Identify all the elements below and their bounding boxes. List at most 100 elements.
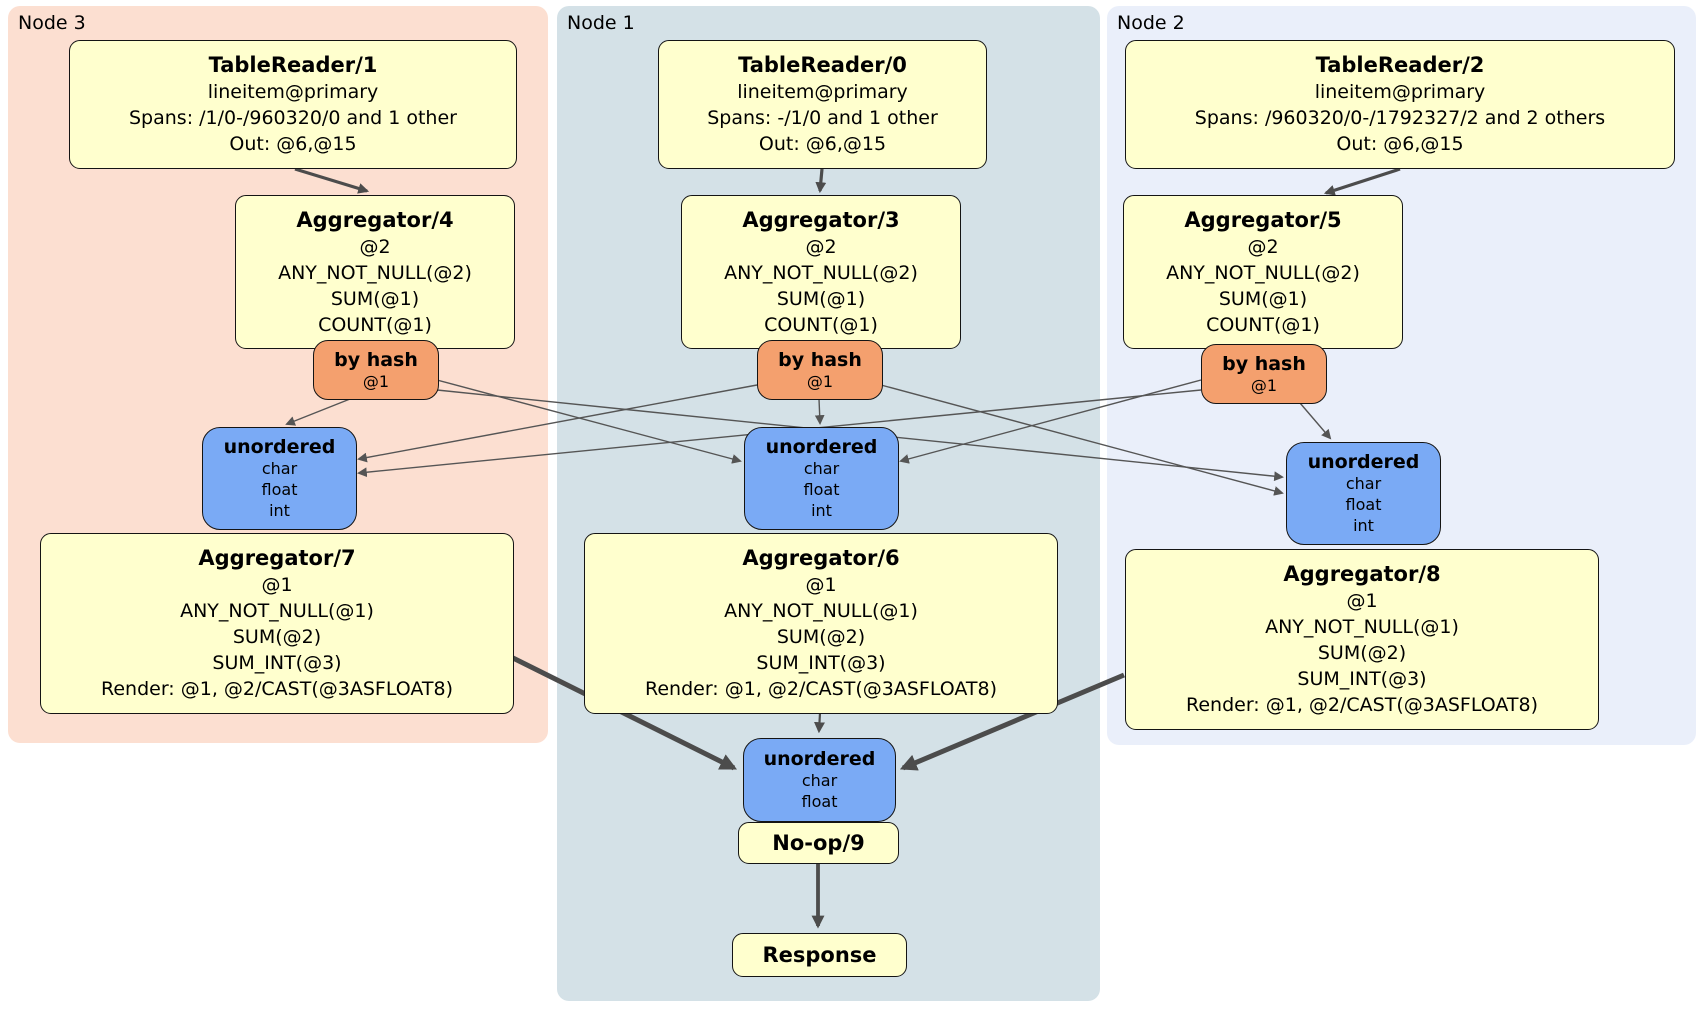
box-line: char xyxy=(803,459,840,478)
box-line: lineitem@primary xyxy=(207,81,379,103)
edge-hash3-un3 xyxy=(285,398,351,426)
unordered-sync-node3: unordered char float int xyxy=(202,427,357,530)
box-line: @2 xyxy=(359,235,391,258)
box-title: Response xyxy=(762,942,877,967)
unordered-sync-final: unordered char float xyxy=(743,738,896,822)
box-line: SUM(@2) xyxy=(1317,642,1407,664)
box-line: char xyxy=(1345,474,1382,493)
box-line: int xyxy=(811,501,832,520)
edge-agg6-unfinal xyxy=(813,712,825,734)
box-line: Render: @1, @2/CAST(@3ASFLOAT8) xyxy=(1186,694,1538,716)
box-line: ANY_NOT_NULL(@1) xyxy=(180,600,374,622)
box-title: by hash xyxy=(1222,352,1306,375)
box-line: ANY_NOT_NULL(@1) xyxy=(724,600,918,622)
box-line: ANY_NOT_NULL(@2) xyxy=(278,261,472,284)
box-line: @1 xyxy=(805,574,837,596)
box-line: COUNT(@1) xyxy=(1206,313,1320,336)
box-line: Spans: -/1/0 and 1 other xyxy=(707,107,938,129)
box-title: Aggregator/3 xyxy=(742,207,900,232)
edge-hash1-un1 xyxy=(814,398,825,425)
region-node2-label: Node 2 xyxy=(1117,12,1185,34)
box-title: TableReader/0 xyxy=(738,53,907,77)
box-title: Aggregator/7 xyxy=(198,546,356,570)
box-line: Render: @1, @2/CAST(@3ASFLOAT8) xyxy=(645,678,997,700)
box-line: char xyxy=(801,771,838,790)
box-line: Spans: /960320/0-/1792327/2 and 2 others xyxy=(1194,107,1606,129)
box-line: Out: @6,@15 xyxy=(1336,133,1464,155)
box-line: @1 xyxy=(1346,590,1378,612)
box-title: unordered xyxy=(223,436,336,458)
box-line: COUNT(@1) xyxy=(764,313,878,336)
box-line: ANY_NOT_NULL(@2) xyxy=(1166,261,1360,284)
box-line: int xyxy=(269,501,290,520)
edge-tr1-agg4 xyxy=(294,167,370,194)
box-title: Aggregator/6 xyxy=(742,546,900,570)
box-line: ANY_NOT_NULL(@1) xyxy=(1265,616,1459,638)
box-line: float xyxy=(261,480,298,499)
edge-tr0-agg3 xyxy=(815,168,827,194)
box-line: Spans: /1/0-/960320/0 and 1 other xyxy=(129,107,457,129)
box-line: SUM(@2) xyxy=(776,626,866,648)
box-line: lineitem@primary xyxy=(1314,81,1486,103)
aggregator-7-box: Aggregator/7 @1 ANY_NOT_NULL(@1) SUM(@2)… xyxy=(40,533,514,714)
tablereader-0-box: TableReader/0 lineitem@primary Spans: -/… xyxy=(658,40,987,169)
edge-hash3-un1 xyxy=(436,379,742,464)
box-line: SUM(@1) xyxy=(1218,287,1308,310)
box-line: float xyxy=(1345,495,1382,514)
by-hash-router-node1: by hash @1 xyxy=(757,340,883,400)
response-box: Response xyxy=(732,933,907,977)
box-line: @1 xyxy=(362,371,390,391)
region-node1-label: Node 1 xyxy=(567,12,635,34)
aggregator-5-box: Aggregator/5 @2 ANY_NOT_NULL(@2) SUM(@1)… xyxy=(1123,195,1403,349)
aggregator-8-box: Aggregator/8 @1 ANY_NOT_NULL(@1) SUM(@2)… xyxy=(1125,549,1599,730)
region-node3-label: Node 3 xyxy=(18,12,86,34)
edge-agg8-unfinal xyxy=(899,672,1125,771)
unordered-sync-node2: unordered char float int xyxy=(1286,442,1441,545)
box-line: SUM_INT(@3) xyxy=(1297,668,1427,690)
box-title: Aggregator/5 xyxy=(1184,207,1342,232)
box-title: by hash xyxy=(778,348,862,371)
box-title: No-op/9 xyxy=(772,830,865,855)
tablereader-1-box: TableReader/1 lineitem@primary Spans: /1… xyxy=(69,40,517,169)
box-line: SUM_INT(@3) xyxy=(212,652,342,674)
box-line: SUM_INT(@3) xyxy=(756,652,886,674)
box-title: unordered xyxy=(1307,451,1420,473)
box-title: TableReader/1 xyxy=(208,53,378,77)
edge-hash2-un2 xyxy=(1299,402,1332,440)
box-line: Out: @6,@15 xyxy=(758,133,887,155)
box-line: SUM(@1) xyxy=(776,287,866,310)
box-line: lineitem@primary xyxy=(737,81,908,103)
aggregator-4-box: Aggregator/4 @2 ANY_NOT_NULL(@2) SUM(@1)… xyxy=(235,195,515,349)
box-line: float xyxy=(803,480,840,499)
box-line: Out: @6,@15 xyxy=(229,133,357,155)
box-line: COUNT(@1) xyxy=(318,313,432,336)
box-line: float xyxy=(801,792,838,811)
box-line: @1 xyxy=(806,371,834,391)
edge-tr2-agg5 xyxy=(1323,167,1401,196)
box-line: @2 xyxy=(1247,235,1279,258)
tablereader-2-box: TableReader/2 lineitem@primary Spans: /9… xyxy=(1125,40,1675,169)
box-line: char xyxy=(261,459,298,478)
box-title: TableReader/2 xyxy=(1315,53,1485,77)
box-title: unordered xyxy=(765,436,878,458)
edge-hash1-un2 xyxy=(880,384,1284,496)
box-line: SUM(@2) xyxy=(232,626,322,648)
box-line: int xyxy=(1353,516,1374,535)
box-title: unordered xyxy=(763,748,876,770)
box-line: @1 xyxy=(1250,375,1278,395)
by-hash-router-node2: by hash @1 xyxy=(1201,344,1327,404)
aggregator-6-box: Aggregator/6 @1 ANY_NOT_NULL(@1) SUM(@2)… xyxy=(584,533,1058,714)
edge-hash1-un3 xyxy=(357,384,758,463)
box-title: Aggregator/4 xyxy=(296,207,454,232)
box-line: ANY_NOT_NULL(@2) xyxy=(724,261,918,284)
noop-box: No-op/9 xyxy=(738,822,899,864)
box-title: Aggregator/8 xyxy=(1283,562,1441,586)
by-hash-router-node3: by hash @1 xyxy=(313,340,439,400)
box-line: @2 xyxy=(805,235,837,258)
box-line: @1 xyxy=(261,574,293,596)
box-line: SUM(@1) xyxy=(330,287,420,310)
unordered-sync-node1: unordered char float int xyxy=(744,427,899,530)
edge-hash2-un1 xyxy=(899,379,1202,464)
aggregator-3-box: Aggregator/3 @2 ANY_NOT_NULL(@2) SUM(@1)… xyxy=(681,195,961,349)
